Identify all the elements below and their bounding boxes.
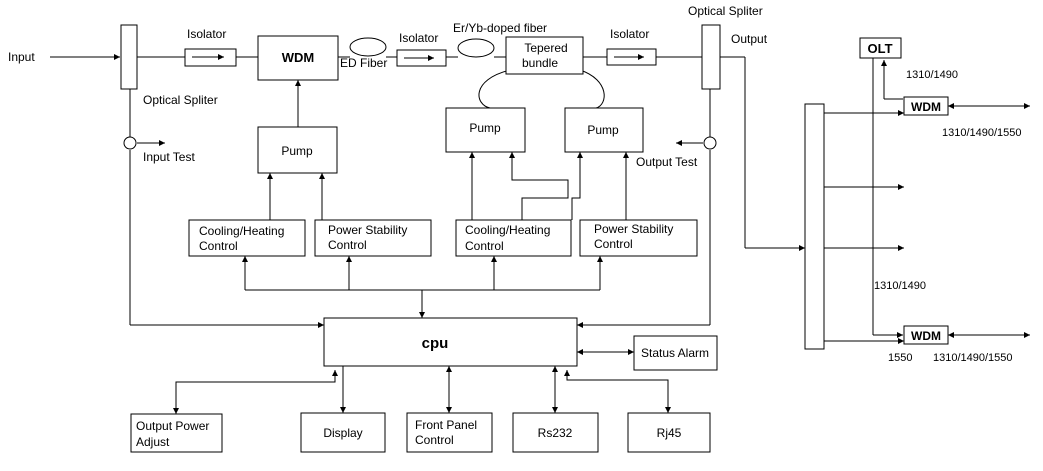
er-yb-fiber-label: Er/Yb-doped fiber [453,21,547,35]
tapered-bundle-label-1: Tepered [524,41,567,55]
wdm-box: WDM [257,35,339,81]
input-test-label: Input Test [143,150,195,164]
mid-wavelength-label: 1310/1490 [874,280,926,292]
wdm-bottom: 1310/1490 WDM 1550 1310/1490/1550 [874,280,1013,364]
er-yb-doped-fiber: Er/Yb-doped fiber [453,21,547,58]
display-box: Display [300,412,386,453]
isolator-1-label: Isolator [187,27,226,41]
rs232-label: Rs232 [538,426,573,440]
cooling-heating-control-2: Cooling/Heating Control [455,219,572,257]
power-stability-control-1: Power Stability Control [314,219,432,257]
pump-2: Pump [445,107,526,153]
olt-wavelength-label: 1310/1490 [906,69,958,81]
rj45-box: Rj45 [627,412,711,453]
ed-fiber-label: ED Fiber [340,56,387,70]
tapered-bundle: Tepered bundle [505,36,584,75]
isolator-2: Isolator [396,31,447,67]
wdm-bottom-wavelength-label: 1310/1490/1550 [933,352,1013,364]
front-panel-control-box: Front Panel Control [406,412,493,453]
optical-splitter-label: Optical Spliter [143,93,218,107]
wdm-bottom-1550-label: 1550 [888,352,912,364]
power-stability-control-2: Power Stability Control [579,219,698,257]
pump-1-label: Pump [281,144,313,158]
pump-2-label: Pump [469,121,501,135]
output-splitter-label: Optical Spliter [688,4,763,18]
distribution-splitter [804,103,825,350]
pump-3-label: Pump [587,123,619,137]
output-test-tap: Output Test [636,136,717,169]
isolator-1: Isolator [184,27,237,67]
cooling-1-label-2: Control [199,239,238,253]
cooling-1-label-1: Cooling/Heating [199,224,284,238]
output-label: Output [731,32,768,46]
wdm-top: WDM 1310/1490/1550 [903,96,1022,139]
power-2-label-1: Power Stability [594,222,673,236]
connections [50,54,1030,414]
rs232-box: Rs232 [512,412,599,453]
ed-fiber: ED Fiber [340,37,387,70]
output-power-label-1: Output Power [136,419,209,433]
power-1-label-2: Control [328,238,367,252]
isolator-3: Isolator [606,27,657,66]
output-optical-splitter: Optical Spliter Output [688,4,768,90]
power-1-label-1: Power Stability [328,223,407,237]
pump-3: Pump [564,107,644,153]
tapered-bundle-label-2: bundle [522,56,558,70]
input-optical-splitter: Optical Spliter [120,24,218,107]
cpu-box: cpu [323,317,578,367]
cooling-heating-control-1: Cooling/Heating Control [188,219,306,257]
output-power-label-2: Adjust [136,435,170,449]
cpu-label: cpu [422,335,449,352]
display-label: Display [323,426,362,440]
isolator-3-label: Isolator [610,27,649,41]
cooling-2-label-1: Cooling/Heating [465,223,550,237]
input-test-tap: Input Test [123,136,195,164]
output-test-label: Output Test [636,155,698,169]
olt-label: OLT [867,41,892,56]
power-2-label-2: Control [594,237,633,251]
input-label: Input [8,50,35,64]
wdm-bottom-label: WDM [911,329,941,343]
rj45-label: Rj45 [657,426,682,440]
wdm-label: WDM [282,50,315,65]
status-alarm-label: Status Alarm [641,346,709,360]
output-power-adjust-box: Output Power Adjust [130,413,223,453]
isolator-2-label: Isolator [399,31,438,45]
pump-1: Pump [257,126,338,174]
wdm-top-wavelength-label: 1310/1490/1550 [942,127,1022,139]
olt-box: OLT 1310/1490 [859,37,958,81]
wdm-top-label: WDM [911,100,941,114]
input-label-group: Input [8,50,35,64]
status-alarm-box: Status Alarm [633,335,718,371]
front-panel-label-2: Control [415,433,454,447]
front-panel-label-1: Front Panel [415,418,477,432]
cooling-2-label-2: Control [465,239,504,253]
